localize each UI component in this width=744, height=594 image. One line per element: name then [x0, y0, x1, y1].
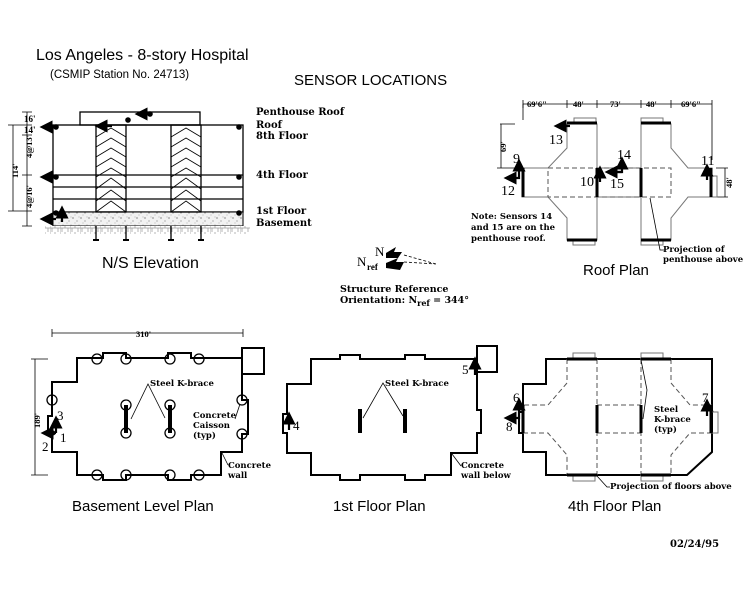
- braced-frame-right: [170, 124, 202, 213]
- sensor-9-label: 9: [513, 152, 520, 167]
- roof-plan: 69'6" 48' 73' 48' 69'6" 69' 48' 13 9 12 …: [471, 99, 744, 279]
- roof-dim-1: 69'6": [527, 99, 547, 109]
- sensor-dot: [236, 174, 242, 180]
- fourth-floor-plan-caption: 4th Floor Plan: [568, 498, 661, 515]
- basement-dim-height: 189': [32, 413, 42, 428]
- ns-elevation: 16' 14' 4@13' 4@16' 114' Penthouse Roof …: [8, 107, 345, 272]
- sensor-3-label: 3: [57, 408, 64, 423]
- sensor-10-label: 10: [580, 175, 594, 190]
- station-number: (CSMIP Station No. 24713): [50, 69, 189, 81]
- basement-plan: 310' 189' Steel K-brace Concrete Caisson…: [31, 329, 272, 515]
- ground-hatch: [45, 226, 250, 234]
- penthouse-projection: [547, 167, 672, 198]
- level-penthouse-roof: Penthouse Roof: [256, 107, 345, 118]
- level-8th-floor: 8th Floor: [256, 131, 309, 142]
- first-floor-wall-label-2: wall below: [460, 471, 511, 481]
- basement-brace-label: Steel K-brace: [150, 379, 214, 389]
- sensor-1-label: 1: [60, 430, 67, 445]
- fourth-floor-brace-label-1: Steel: [654, 405, 679, 415]
- floors-projection-label: Projection of floors above: [610, 482, 732, 492]
- sensor-5-label: 5: [462, 362, 469, 377]
- sensor-2-label: 2: [42, 439, 49, 454]
- dim-roof: 14': [24, 125, 36, 135]
- caisson-label-1: Concrete: [193, 411, 237, 421]
- sensor-13-label: 13: [549, 133, 563, 148]
- sensor-12-arrow-icon: [503, 171, 521, 185]
- basement-wall-label-2: wall: [227, 471, 248, 481]
- piles: [93, 226, 204, 241]
- first-floor-plan: Steel K-brace 4 5 Concrete wall below 1s…: [282, 345, 511, 515]
- dim-upper-floors: 4@13': [24, 135, 34, 158]
- fourth-floor-outline: [518, 358, 713, 476]
- orientation-line2: Orientation: Nref = 344°: [340, 295, 469, 308]
- caisson-label-3: (typ): [193, 430, 216, 441]
- basement-slab: [52, 211, 244, 227]
- basement-wall-label-1: Concrete: [228, 461, 272, 471]
- dim-penthouse: 16': [24, 114, 36, 124]
- sensor-dot: [53, 210, 59, 216]
- penthouse-projection-label2: penthouse above: [663, 255, 744, 265]
- first-floor-k-braces: [358, 409, 407, 433]
- elevation-caption: N/S Elevation: [102, 255, 199, 272]
- orientation-line1: Structure Reference: [340, 284, 448, 295]
- roof-note-line2: and 15 are on the: [471, 223, 556, 233]
- sensor-locations-heading: SENSOR LOCATIONS: [294, 72, 447, 89]
- roof-note-line3: penthouse roof.: [471, 234, 546, 244]
- sensor-7-label: 7: [702, 390, 709, 405]
- orientation-indicator: N N ref Structure Reference Orientation:…: [340, 244, 469, 308]
- penthouse-outline: [79, 111, 201, 126]
- sensor-8-arrow-icon: [503, 411, 521, 425]
- sensor-14-label: 14: [617, 148, 631, 163]
- first-floor-annex: [476, 345, 498, 373]
- north-arrow-icon: [386, 247, 402, 258]
- first-floor-outline: [282, 354, 482, 481]
- sensor-dot: [125, 117, 131, 123]
- drawing-title: Los Angeles - 8-story Hospital: [36, 47, 249, 64]
- sensor-4-label: 4: [293, 418, 300, 433]
- first-floor-wall-label-1: Concrete: [461, 461, 505, 471]
- sensor-11-label: 11: [701, 154, 714, 169]
- north-label: N: [375, 244, 385, 259]
- nref-arrow-icon: [386, 258, 404, 270]
- level-roof: Roof: [256, 120, 283, 131]
- roof-dim-left: 69': [498, 141, 508, 152]
- roof-dim-2: 48': [573, 99, 584, 109]
- roof-dim-5: 69'6": [681, 99, 701, 109]
- first-floor-plan-caption: 1st Floor Plan: [333, 498, 426, 515]
- fourth-floor-plan: Steel K-brace (typ) 6 8 7 Projection of …: [503, 352, 732, 515]
- dim-total-height: 114': [10, 163, 20, 178]
- penthouse-projection-label1: Projection of: [663, 245, 726, 255]
- sensor-dot: [236, 210, 242, 216]
- roof-dim-right: 48': [724, 177, 734, 188]
- sensor-12-label: 12: [501, 184, 515, 199]
- basement-plan-caption: Basement Level Plan: [72, 498, 214, 515]
- nref-label: N: [357, 254, 367, 269]
- fourth-floor-brace-label-3: (typ): [654, 424, 677, 435]
- roof-dim-3: 73': [610, 99, 621, 109]
- roof-note-line1: Note: Sensors 14: [471, 212, 552, 222]
- level-basement: Basement: [256, 218, 312, 229]
- sensor-6-label: 6: [513, 390, 520, 405]
- roof-dim-4: 48': [646, 99, 657, 109]
- level-1st-floor: 1st Floor: [256, 206, 307, 217]
- sensor-8-label: 8: [506, 419, 513, 434]
- dim-lower-floors: 4@16': [24, 185, 34, 208]
- first-floor-brace-label: Steel K-brace: [385, 379, 449, 389]
- drawing-date: 02/24/95: [670, 539, 719, 550]
- fourth-floor-brace-label-2: K-brace: [654, 415, 691, 425]
- basement-dim-width: 310': [136, 329, 151, 339]
- basement-annex: [241, 347, 265, 375]
- nref-subscript: ref: [367, 262, 379, 272]
- fourth-floor-braces: [521, 357, 713, 477]
- basement-k-braces: [124, 405, 172, 433]
- sensor-15-label: 15: [610, 177, 624, 192]
- sensor-dot: [236, 124, 242, 130]
- caisson-label-2: Caisson: [193, 421, 230, 431]
- level-4th-floor: 4th Floor: [256, 170, 309, 181]
- roof-plan-caption: Roof Plan: [583, 262, 649, 279]
- elevation-dimensions: [8, 111, 32, 227]
- roof-right-wing: [640, 123, 713, 241]
- roof-braces: [521, 121, 713, 242]
